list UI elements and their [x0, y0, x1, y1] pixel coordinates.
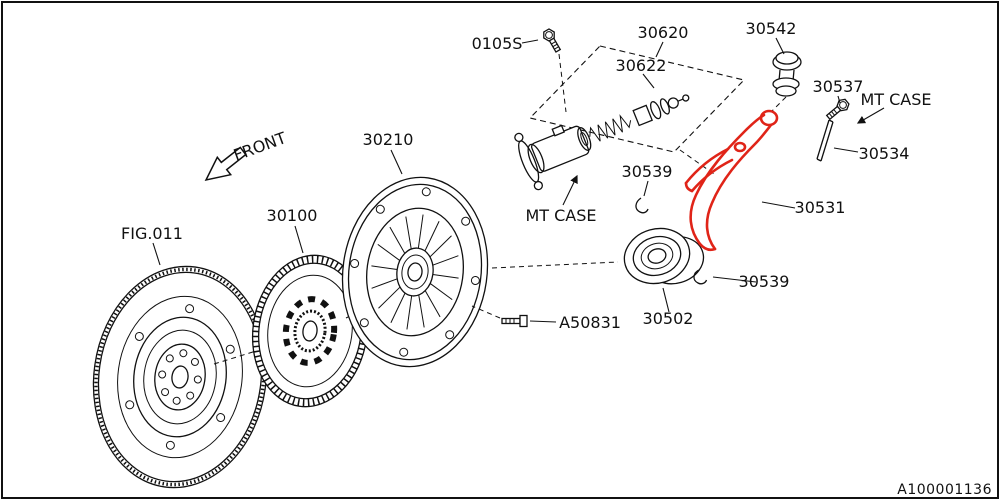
release-bearing-drawing [623, 227, 705, 285]
leader-lines [152, 37, 885, 323]
pin-30534-drawing [816, 119, 834, 162]
label-release-fork: 30531 [795, 198, 846, 217]
clip-30539-lower-drawing [693, 269, 708, 285]
label-mt-case-lower: MT CASE [525, 206, 596, 225]
label-clip-lower: 30539 [739, 272, 790, 291]
doc-id: A100001136 [897, 482, 992, 498]
operating-cylinder-drawing [514, 94, 690, 191]
diaphragm-fingers [371, 214, 459, 330]
flywheel-drawing [92, 265, 268, 489]
bolt-0105s-drawing [543, 28, 562, 53]
label-spring-pin: 30534 [859, 144, 910, 163]
axis-dash-flywheel-disc [213, 342, 283, 365]
clip-30539-upper-drawing [635, 197, 649, 214]
label-clutch-cover: 30210 [363, 130, 414, 149]
label-cylinder-assembly: 30620 [638, 23, 689, 42]
return-spring [589, 114, 632, 142]
label-clutch-disc: 30100 [267, 206, 318, 225]
axis-dash-cover-bearing [491, 261, 619, 269]
clutch-cover-drawing [341, 176, 489, 368]
dash-bolt-cylinder [558, 53, 567, 113]
front-label: FRONT [231, 128, 289, 165]
repair-kit-drawing [632, 94, 690, 127]
dash-pivot-fork [770, 96, 787, 113]
bolt-30537-drawing [825, 98, 850, 121]
label-pivot-bolt: 30537 [813, 77, 864, 96]
front-arrow-icon [204, 146, 247, 182]
pivot-30542-drawing [772, 51, 802, 97]
bolt-a50831-drawing [501, 314, 528, 328]
label-flywheel: FIG.011 [121, 224, 183, 243]
label-bolt-0105s: 0105S [472, 34, 523, 53]
label-cover-bolt: A50831 [559, 313, 621, 332]
release-fork-drawing [684, 109, 779, 252]
label-clip-upper: 30539 [622, 162, 673, 181]
label-mt-case-upper: MT CASE [860, 90, 931, 109]
label-release-bearing: 30502 [643, 309, 694, 328]
label-repair-kit: 30622 [616, 56, 667, 75]
dash-rod-fork [679, 149, 715, 175]
label-fork-pivot: 30542 [746, 19, 797, 38]
